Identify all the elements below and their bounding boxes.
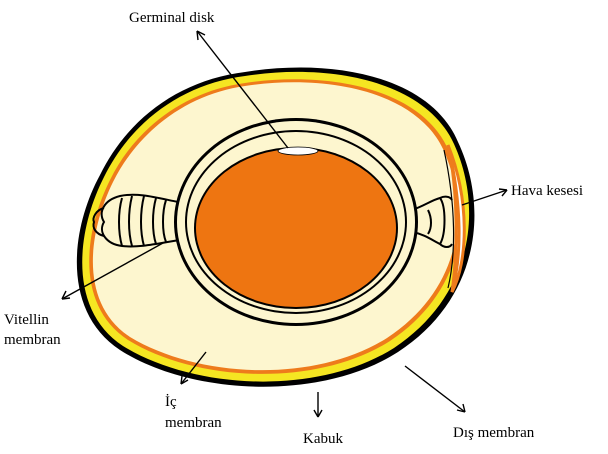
label-hava-kesesi: Hava kesesi bbox=[511, 183, 583, 199]
label-vitellin-line2: membran bbox=[4, 332, 61, 348]
label-ic-line2: membran bbox=[165, 415, 222, 431]
dis-membran-arrow bbox=[405, 366, 465, 412]
label-dis-membran: Dış membran bbox=[453, 425, 535, 441]
label-germinal-disk: Germinal disk bbox=[129, 10, 215, 26]
germinal-disk bbox=[278, 147, 318, 155]
label-vitellin-line1: Vitellin bbox=[4, 312, 49, 328]
label-kabuk: Kabuk bbox=[303, 431, 343, 447]
yolk bbox=[196, 149, 396, 307]
label-ic-line1: İç bbox=[165, 394, 177, 410]
left-chalaza bbox=[93, 195, 180, 247]
